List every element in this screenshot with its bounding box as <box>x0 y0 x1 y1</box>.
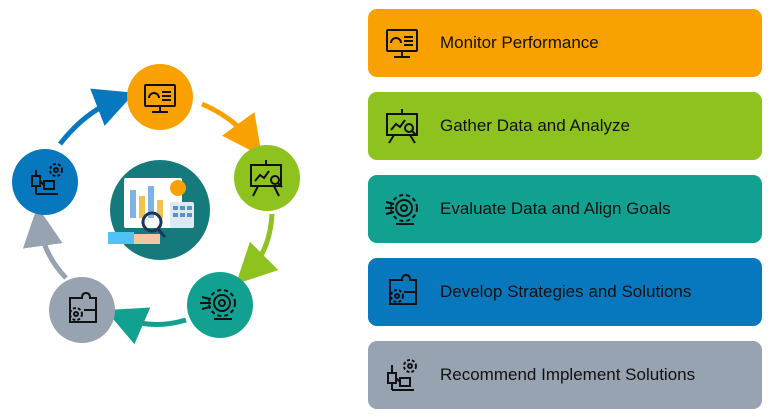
puzzle-gear-icon <box>69 291 97 323</box>
arrow-evaluate-to-develop <box>105 307 187 345</box>
step-label: Develop Strategies and Solutions <box>440 282 692 301</box>
cycle-node-monitor <box>127 64 193 130</box>
presentation-chart-magnifier-icon <box>384 108 420 144</box>
puzzle-gear-icon <box>384 274 420 310</box>
flowchart-gear-icon <box>384 357 420 393</box>
monitor-dashboard-icon <box>384 25 420 61</box>
monitor-dashboard-icon <box>144 84 176 113</box>
step-label: Evaluate Data and Align Goals <box>440 199 671 218</box>
step-monitor-performance: Monitor Performance <box>368 9 762 77</box>
arrow-develop-to-recommend <box>22 206 68 280</box>
cycle-node-gather <box>234 145 300 211</box>
arrow-gather-to-evaluate <box>235 213 279 285</box>
cycle-node-recommend <box>12 149 78 215</box>
process-cycle-diagram <box>0 0 340 418</box>
flowchart-gear-icon <box>31 163 63 195</box>
cycle-node-develop <box>49 277 115 343</box>
cycle-graphic <box>12 64 300 345</box>
presentation-chart-magnifier-icon <box>250 160 283 197</box>
arrow-monitor-to-gather <box>200 101 262 157</box>
step-label: Gather Data and Analyze <box>440 116 630 135</box>
step-evaluate-data: Evaluate Data and Align Goals <box>368 175 762 243</box>
step-recommend-solutions: Recommend Implement Solutions <box>368 341 762 409</box>
step-label: Monitor Performance <box>440 33 599 52</box>
step-gather-data: Gather Data and Analyze <box>368 92 762 160</box>
arrow-recommend-to-monitor <box>58 88 135 146</box>
cycle-node-evaluate <box>187 272 253 338</box>
center-node <box>108 160 210 260</box>
step-label: Recommend Implement Solutions <box>440 365 696 384</box>
target-gear-icon <box>200 289 236 320</box>
data-analysis-report-icon <box>108 178 194 244</box>
target-gear-icon <box>384 191 420 227</box>
step-develop-strategies: Develop Strategies and Solutions <box>368 258 762 326</box>
